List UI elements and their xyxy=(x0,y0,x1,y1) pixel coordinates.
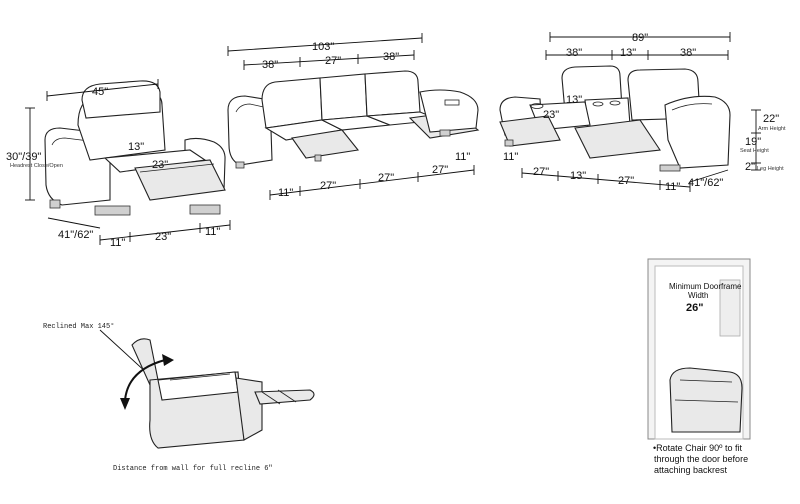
doorframe-width: 26" xyxy=(686,302,703,314)
recliner-bottom-right: 11" xyxy=(205,226,220,238)
recliner-bottom-left: 11" xyxy=(110,237,125,249)
loveseat-total-width: 89" xyxy=(632,32,648,44)
sofa-total-width: 103" xyxy=(312,41,334,53)
sofa-bottom-1: 11" xyxy=(278,187,293,199)
recliner-seat-width: 23" xyxy=(152,159,168,171)
recline-diagram: Reclined Max 145° Distance from wall for… xyxy=(43,322,315,473)
recline-max-label: Reclined Max 145° xyxy=(43,322,114,331)
seat-height-caption: Seat Height xyxy=(740,148,769,154)
recliner-depth: 41"/62" xyxy=(58,229,93,241)
recliner-width-top: 45" xyxy=(92,86,108,98)
sofa-drawing xyxy=(227,70,480,169)
doorframe-note-line2: through the door before xyxy=(654,454,748,464)
sofa-top-mid: 27" xyxy=(325,55,341,67)
sofa-bottom-3: 27" xyxy=(378,172,394,184)
single-recliner-dimensions: 45" 30"/39" Headrest Close/Open 13" 23" … xyxy=(6,79,231,249)
recline-wall-distance: Distance from wall for full recline 6" xyxy=(113,465,273,473)
loveseat-top-mid: 13" xyxy=(620,47,636,59)
side-height-dimensions: 22" Arm Height 19" Seat Height 2" Leg He… xyxy=(740,109,786,173)
recliner-bottom-mid: 23" xyxy=(155,231,171,243)
loveseat-top-right: 38" xyxy=(680,47,696,59)
single-recliner-drawing xyxy=(44,80,226,216)
doorframe-note-line1: •Rotate Chair 90º to fit xyxy=(653,443,742,453)
leg-height-value: 2" xyxy=(745,161,755,173)
doorframe-title-line2: Width xyxy=(688,291,708,300)
recliner-seat-depth: 13" xyxy=(128,141,144,153)
recliner-height: 30"/39" xyxy=(6,151,41,163)
arm-height-value: 22" xyxy=(763,113,779,125)
loveseat-seat-width: 23" xyxy=(543,109,559,121)
loveseat-dimensions: 89" 38" 13" 38" 13" 23" 11" 27" 13" 27" … xyxy=(503,32,731,193)
loveseat-left-arm: 11" xyxy=(503,151,518,163)
loveseat-bottom-3: 27" xyxy=(618,175,634,187)
arm-height-caption: Arm Height xyxy=(758,126,786,132)
sofa-right-arm: 11" xyxy=(455,151,470,163)
sofa-top-left: 38" xyxy=(262,59,278,71)
loveseat-depth: 41"/62" xyxy=(688,177,723,189)
sofa-dimensions: 103" 38" 27" 38" 11" 27" 27" 27" 11" xyxy=(227,33,475,200)
headrest-caption: Headrest Close/Open xyxy=(10,163,63,169)
sofa-bottom-2: 27" xyxy=(320,180,336,192)
doorframe-note-line3: attaching backrest xyxy=(654,465,728,475)
loveseat-bottom-2: 13" xyxy=(570,170,586,182)
sofa-top-right: 38" xyxy=(383,51,399,63)
leg-height-caption: Leg Height xyxy=(757,166,784,172)
loveseat-drawing xyxy=(499,65,731,172)
loveseat-console-depth: 13" xyxy=(566,94,582,106)
loveseat-bottom-4: 11" xyxy=(665,181,680,193)
doorframe-diagram: Minimum Doorframe Width 26" •Rotate Chai… xyxy=(647,258,751,475)
loveseat-top-left: 38" xyxy=(566,47,582,59)
seat-height-value: 19" xyxy=(745,136,761,148)
doorframe-title-line1: Minimum Doorframe xyxy=(669,282,742,291)
sofa-bottom-4: 27" xyxy=(432,164,448,176)
loveseat-bottom-1: 27" xyxy=(533,166,549,178)
